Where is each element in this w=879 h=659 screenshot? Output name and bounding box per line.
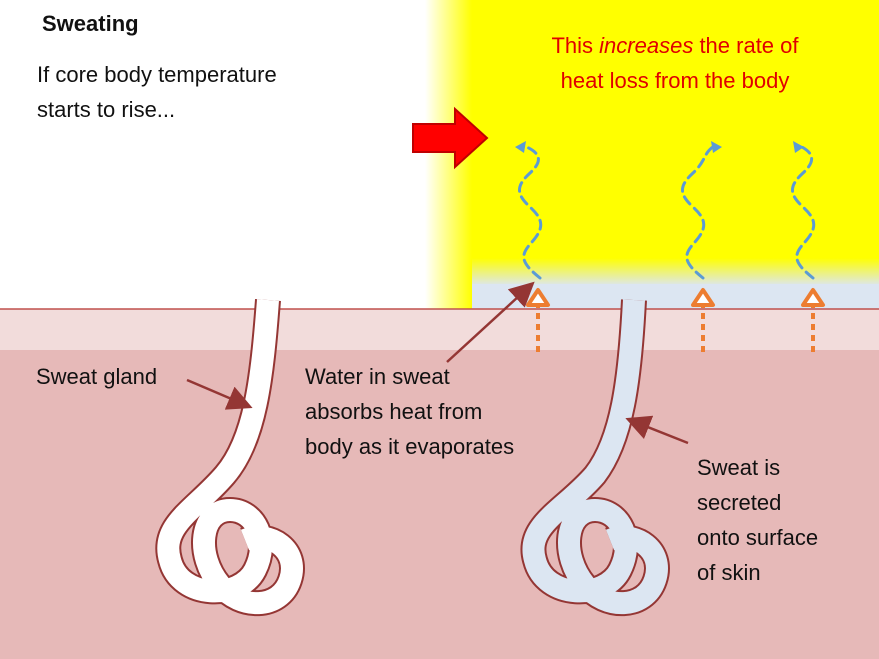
label-water-absorbs: Water in sweat absorbs heat from body as… (305, 364, 515, 459)
dermis (0, 350, 879, 659)
right-arrow-icon (412, 106, 489, 170)
intro-text: If core body temperature starts to rise.… (37, 62, 277, 122)
vapor-wave-icon (791, 143, 816, 280)
heat-up-arrow-icon (801, 288, 825, 352)
heat-up-arrow-icon (691, 288, 715, 352)
secreted-leader (625, 415, 689, 445)
result-text: This increases the rate of heat loss fro… (490, 28, 860, 98)
result-emphasis: increases (599, 33, 694, 58)
label-sweat-gland: Sweat gland (36, 364, 158, 389)
page-title: Sweating (42, 11, 139, 36)
water-leader (446, 281, 535, 363)
vapor-wave-icon (681, 143, 718, 280)
vapor-wave-icon (518, 143, 543, 280)
sweat-gland-right (520, 299, 670, 617)
epidermis (0, 309, 879, 350)
sweat-gland-leader (186, 378, 253, 410)
sweat-gland-left (155, 299, 305, 617)
result-before: This (551, 33, 600, 58)
heat-zone-edge (472, 258, 879, 286)
result-after: the rate of heat loss from the body (560, 33, 799, 93)
label-sweat-secreted: Sweat is secreted onto surface of skin (697, 455, 819, 585)
heat-arrows (526, 288, 825, 352)
